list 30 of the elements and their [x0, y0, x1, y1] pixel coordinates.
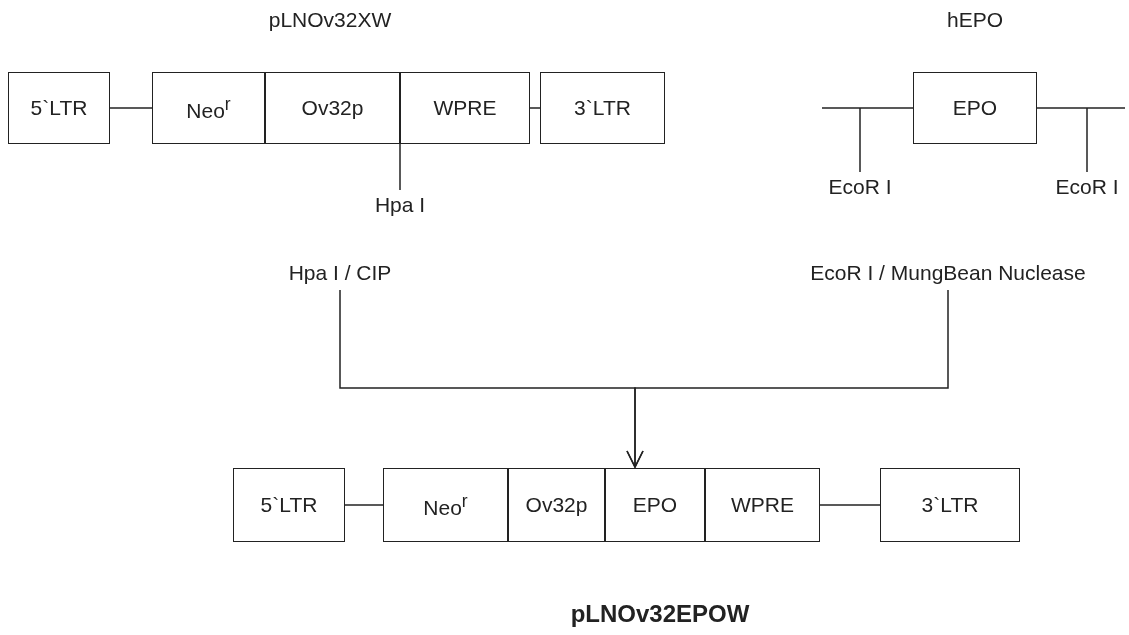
gene-segment-box: WPRE: [705, 468, 820, 542]
restriction-site-label: EcoR I: [815, 172, 905, 202]
plasmid-name: pLNOv32XW: [268, 8, 392, 32]
restriction-site-label: EcoR I: [1045, 172, 1129, 202]
gene-segment-box: 3`LTR: [540, 72, 665, 144]
restriction-site-label: Hpa I: [360, 190, 440, 220]
gene-segment-box: 5`LTR: [233, 468, 345, 542]
gene-segment-box: 5`LTR: [8, 72, 110, 144]
construct-name: pLNOv32EPOW: [570, 600, 750, 628]
connector-line: [821, 107, 914, 109]
arrow: [626, 289, 949, 468]
connector-line: [109, 107, 153, 109]
connector-line: [859, 107, 861, 173]
connector-line: [344, 504, 384, 506]
gene-segment-box: Ov32p: [508, 468, 605, 542]
gene-segment-box: EPO: [913, 72, 1037, 144]
connector-line: [819, 504, 881, 506]
connector-line: [399, 143, 401, 191]
connector-line: [1036, 107, 1126, 109]
gene-segment-box: Neo$^{r}$: [383, 468, 508, 542]
gene-segment-box: 3`LTR: [880, 468, 1020, 542]
gene-segment-box: Neo$^{r}$: [152, 72, 265, 144]
enzyme-treatment-label: Hpa I / CIP: [255, 256, 425, 290]
plasmid-name: hEPO: [947, 8, 1003, 32]
connector-line: [1086, 107, 1088, 173]
gene-segment-box: EPO: [605, 468, 705, 542]
gene-segment-box: Ov32p: [265, 72, 400, 144]
enzyme-treatment-label: EcoR I / MungBean Nuclease: [770, 256, 1126, 290]
connector-line: [529, 107, 541, 109]
gene-segment-box: WPRE: [400, 72, 530, 144]
